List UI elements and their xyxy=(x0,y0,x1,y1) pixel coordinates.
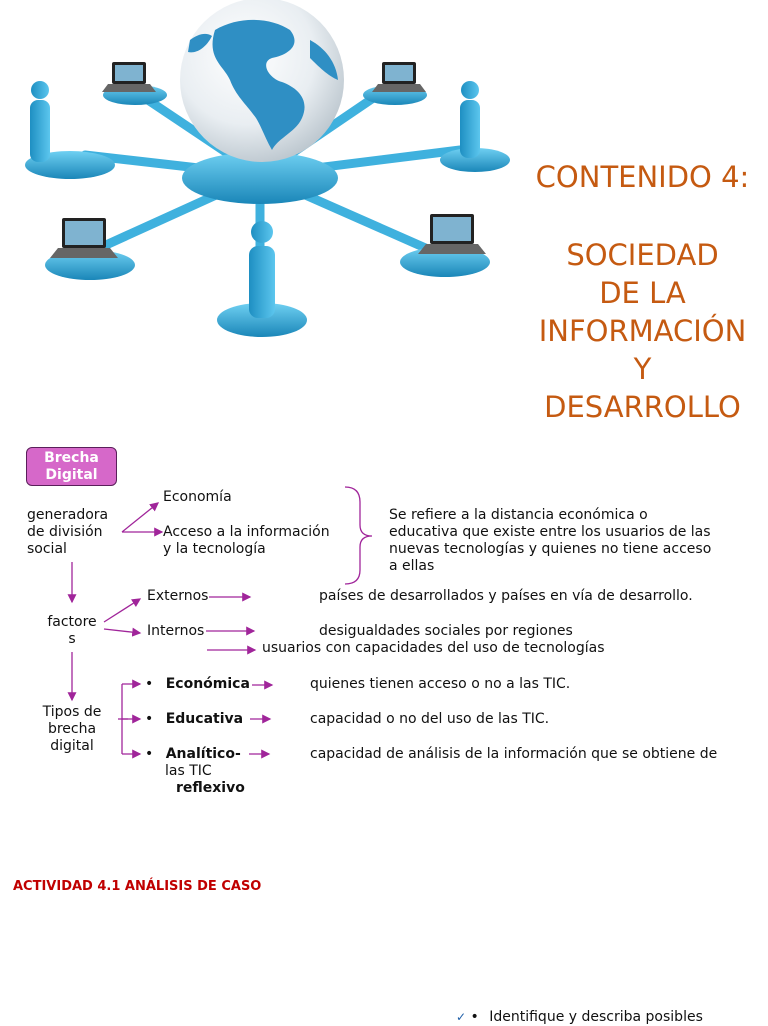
bullet-icon: • xyxy=(145,676,154,692)
person-icons xyxy=(30,81,480,318)
title-line-desarrollo: DESARROLLO xyxy=(544,390,741,424)
types-line: digital xyxy=(50,738,94,754)
definition-line: a ellas xyxy=(389,558,435,574)
bullet-icon: • xyxy=(145,746,154,762)
root-node: generadora de división social xyxy=(27,507,108,558)
globe-icon xyxy=(180,0,344,162)
brecha-digital-box: Brecha Digital xyxy=(26,447,117,486)
definition-line: nuevas tecnologías y quienes no tiene ac… xyxy=(389,541,712,557)
branch-line: y la tecnología xyxy=(163,541,266,557)
concept-map-connectors xyxy=(67,486,373,759)
root-line: generadora xyxy=(27,507,109,523)
externos-description: países de desarrollados y países en vía … xyxy=(319,588,693,604)
type-economica: • Económica xyxy=(145,676,250,693)
globe-base xyxy=(182,152,338,204)
box-label-line2: Digital xyxy=(45,467,98,483)
type-economica-description: quienes tienen acceso o no a las TIC. xyxy=(310,676,571,692)
title-line-sociedad: SOCIEDAD xyxy=(566,238,719,272)
footer-bullet-text: Identifique y describa posibles xyxy=(489,1009,703,1025)
branch-economia: Economía xyxy=(163,489,232,505)
definition-text: Se refiere a la distancia económica o ed… xyxy=(389,507,711,575)
factors-line: factore xyxy=(47,614,97,630)
type-educativa-description: capacidad o no del uso de las TIC. xyxy=(310,711,550,727)
title-line-y: Y xyxy=(633,352,652,386)
internos-description-2: usuarios con capacidades del uso de tecn… xyxy=(262,640,605,656)
title-contenido: CONTENIDO 4: xyxy=(535,160,750,194)
types-line: brecha xyxy=(47,721,97,737)
root-line: social xyxy=(27,541,67,557)
laptop-icons xyxy=(50,62,486,258)
globe-network-illustration xyxy=(25,0,510,337)
type-analitico: • Analítico- xyxy=(145,746,241,763)
definition-line: Se refiere a la distancia económica o xyxy=(389,507,648,523)
box-label-line1: Brecha xyxy=(44,450,99,466)
type-educativa: • Educativa xyxy=(145,711,243,728)
title-line-de-la: DE LA xyxy=(599,276,686,310)
title-line-informacion: INFORMACIÓN xyxy=(538,314,747,348)
type-educativa-label: Educativa xyxy=(165,711,244,727)
type-analitico-continuation: las TIC xyxy=(165,763,212,779)
types-node: Tipos de brecha digital xyxy=(34,704,110,755)
footer-bullet-item: ✓ • Identifique y describa posibles xyxy=(456,1009,703,1026)
type-analitico-reflexivo: reflexivo xyxy=(176,780,245,796)
bullet-icon: • xyxy=(470,1009,479,1025)
branch-line: Acceso a la información xyxy=(163,524,330,540)
types-line: Tipos de xyxy=(42,704,102,720)
factors-line: s xyxy=(68,631,76,647)
check-icon: ✓ xyxy=(456,1010,467,1024)
branch-acceso: Acceso a la información y la tecnología xyxy=(163,524,330,558)
section-title: CONTENIDO 4: SOCIEDAD DE LA INFORMACIÓN … xyxy=(520,160,765,426)
type-economica-label: Económica xyxy=(165,676,250,692)
activity-heading: ACTIVIDAD 4.1 ANÁLISIS DE CASO xyxy=(13,879,262,894)
factors-node: factore s xyxy=(40,614,104,648)
factor-externos: Externos xyxy=(147,588,209,604)
definition-line: educativa que existe entre los usuarios … xyxy=(389,524,711,540)
type-analitico-label: Analítico- xyxy=(165,746,241,762)
factor-internos: Internos xyxy=(147,623,205,639)
type-analitico-description: capacidad de análisis de la información … xyxy=(310,746,718,762)
root-line: de división xyxy=(27,524,103,540)
internos-description-1: desigualdades sociales por regiones xyxy=(319,623,573,639)
bullet-icon: • xyxy=(145,711,154,727)
